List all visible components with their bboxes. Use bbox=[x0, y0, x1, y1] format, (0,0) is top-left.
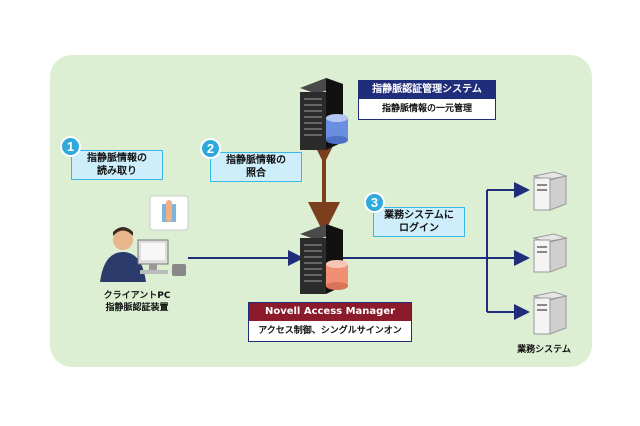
business-connectors bbox=[342, 182, 530, 320]
auth-system-box: 指静脈認証管理システム 指静脈情報の一元管理 bbox=[358, 80, 496, 120]
step-3-callout: 業務システムに ログイン bbox=[373, 207, 465, 237]
finger-vein-reader-icon bbox=[149, 195, 189, 231]
auth-system-title: 指静脈認証管理システム bbox=[359, 81, 495, 99]
step-2-badge: 2 bbox=[200, 138, 221, 159]
step-3-badge: 3 bbox=[364, 192, 385, 213]
auth-database-icon bbox=[326, 114, 348, 144]
business-system-label: 業務システム bbox=[517, 345, 571, 355]
auth-server-icon bbox=[300, 78, 343, 150]
access-manager-database-icon bbox=[326, 260, 348, 290]
business-server-icon-1 bbox=[532, 171, 568, 211]
auth-system-subtitle: 指静脈情報の一元管理 bbox=[381, 104, 472, 114]
access-manager-box: Novell Access Manager アクセス制御、シングルサインオン bbox=[248, 302, 412, 342]
business-server-icon-2 bbox=[532, 233, 568, 273]
step-2-callout: 指静脈情報の 照合 bbox=[210, 152, 302, 182]
client-pc-icon bbox=[137, 239, 186, 276]
client-user-icon bbox=[100, 227, 146, 282]
business-server-icon-3 bbox=[532, 291, 568, 335]
step-1-callout: 指静脈情報の 読み取り bbox=[71, 150, 163, 180]
client-label: クライアントPC 指静脈認証装置 bbox=[103, 291, 171, 313]
step-1-badge: 1 bbox=[60, 136, 81, 157]
access-manager-title: Novell Access Manager bbox=[249, 303, 411, 321]
access-manager-subtitle: アクセス制御、シングルサインオン bbox=[258, 326, 402, 336]
